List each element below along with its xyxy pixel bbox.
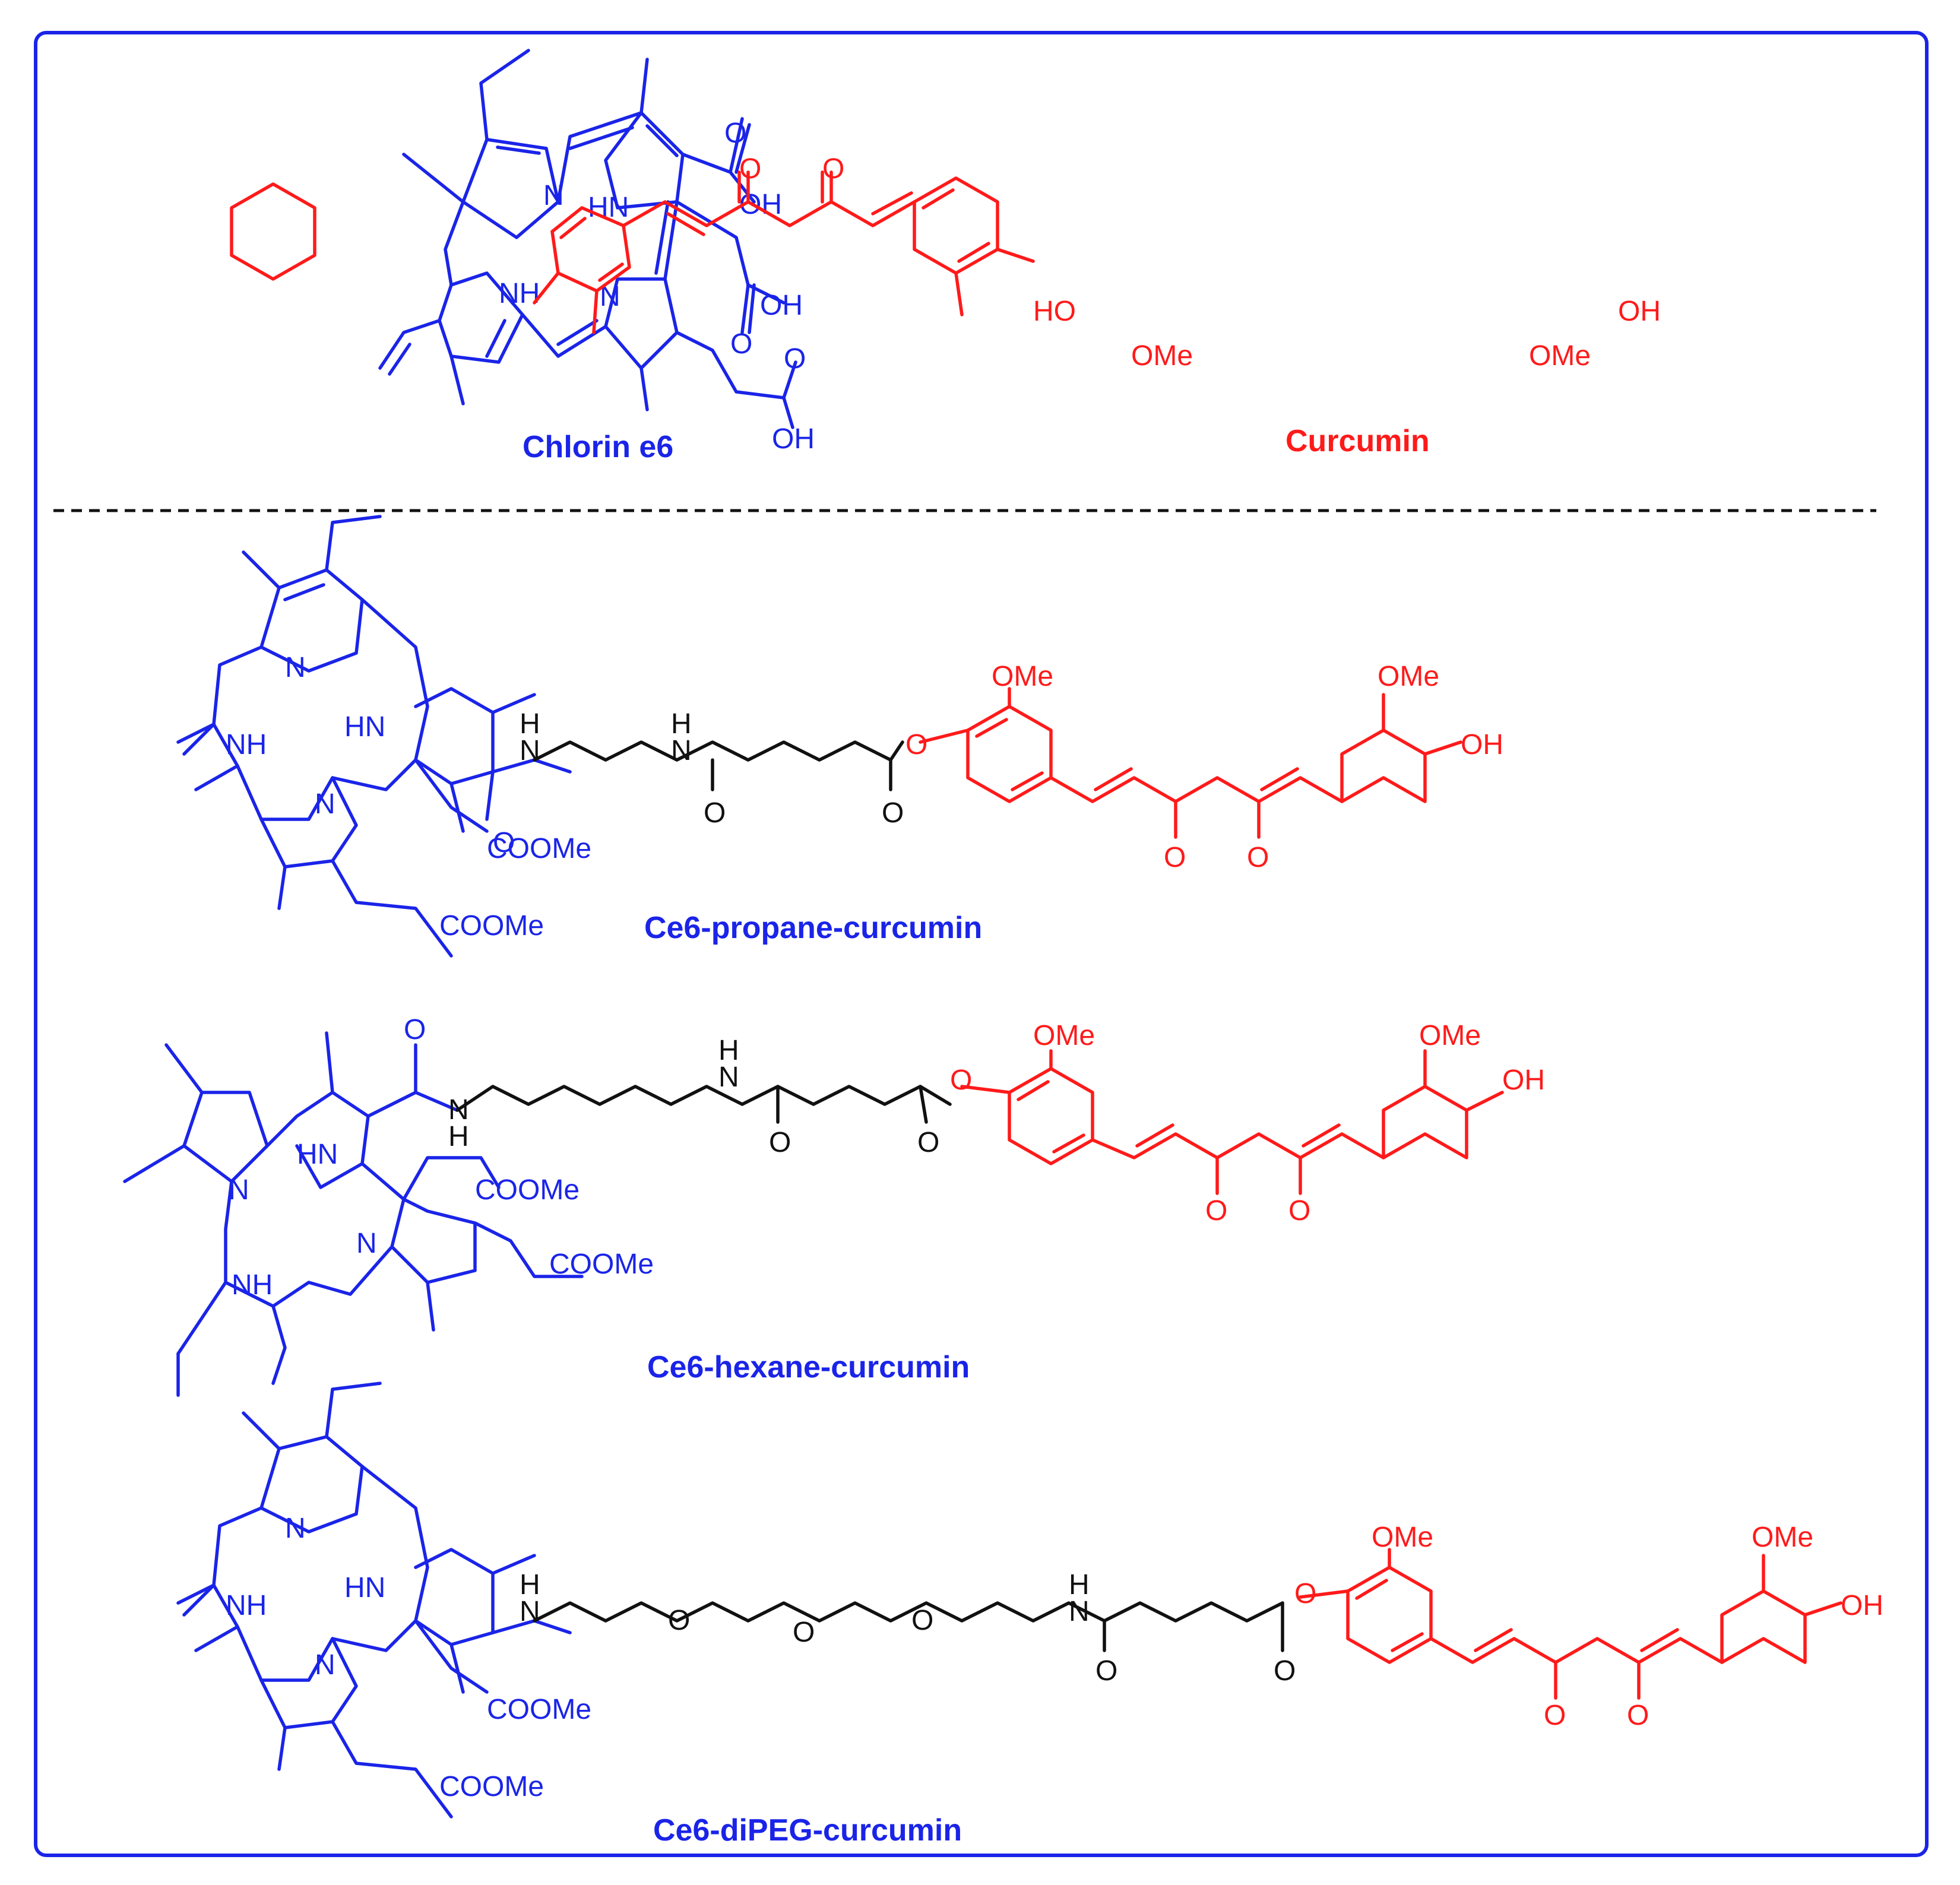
chlorin-atom-o1: O	[724, 118, 746, 149]
propane-atom-h2: H	[671, 708, 692, 740]
propane-linker	[533, 740, 904, 791]
propane-atom-coome2: COOMe	[439, 910, 544, 942]
propane-atom-n1: N	[285, 652, 306, 683]
chlorin-atom-n1: N	[543, 180, 564, 211]
dipeg-porphyrin	[176, 1382, 572, 1819]
dipeg-atom-ome1: OMe	[1372, 1522, 1433, 1553]
chlorin-atom-nh: NH	[499, 278, 540, 309]
dipeg-atom-o-ether2: O	[793, 1617, 815, 1648]
dipeg-atom-n-amide1: N	[520, 1596, 540, 1627]
caption-curcumin: Curcumin	[1285, 424, 1430, 458]
caption-chlorin-e6: Chlorin e6	[523, 430, 673, 464]
propane-atom-o3: O	[1164, 842, 1186, 873]
dipeg-atom-o-ether1: O	[668, 1605, 690, 1636]
hexane-atom-o-ester: O	[950, 1065, 972, 1096]
hexane-atom-ome2: OMe	[1419, 1020, 1481, 1051]
hexane-porphyrin	[123, 1031, 584, 1397]
hexane-atom-coome1: COOMe	[475, 1174, 580, 1206]
hexane-atom-o3: O	[1205, 1195, 1227, 1227]
propane-atom-n2: N	[315, 788, 335, 820]
hexane-linker	[455, 1085, 952, 1124]
hexane-atom-o-amide: O	[404, 1014, 426, 1046]
hexane-atom-n1: N	[229, 1174, 249, 1206]
dipeg-atom-h2: H	[1069, 1569, 1090, 1601]
hexane-atom-n2: N	[356, 1228, 377, 1259]
hexane-atom-h2: H	[718, 1035, 739, 1066]
propane-atom-o2: O	[882, 797, 904, 829]
dipeg-curcumin	[1299, 1548, 1842, 1700]
dipeg-atom-nh: NH	[226, 1590, 267, 1621]
hexane-atom-ome1: OMe	[1033, 1020, 1095, 1051]
propane-atom-o1: O	[704, 797, 726, 829]
curcumin-atom-ho: HO	[1033, 296, 1076, 327]
dipeg-atom-n1: N	[285, 1513, 306, 1544]
dipeg-atom-h1: H	[520, 1569, 540, 1601]
curcumin-atom-o2: O	[822, 153, 844, 185]
hexane-atom-nh: NH	[232, 1269, 273, 1301]
chlorin-atom-oh2: OH	[760, 290, 803, 321]
chlorin-atom-oh3: OH	[772, 423, 815, 455]
curcumin-structure-main	[533, 170, 1035, 334]
dipeg-atom-coome2: COOMe	[439, 1771, 544, 1802]
dipeg-atom-o-ether3: O	[911, 1605, 933, 1636]
propane-atom-o-amide: O	[493, 827, 515, 858]
dipeg-atom-n-amide2: N	[1069, 1596, 1090, 1627]
propane-atom-n-amide1: N	[520, 735, 540, 766]
propane-atom-ome2: OMe	[1378, 661, 1439, 692]
chlorin-atom-o2: O	[730, 328, 752, 360]
hexane-atom-h1: H	[448, 1121, 469, 1152]
chlorin-e6-structure	[378, 49, 797, 429]
figure-frame	[34, 31, 1929, 1857]
hexane-atom-o4: O	[1288, 1195, 1310, 1227]
hexane-atom-o1: O	[769, 1127, 791, 1158]
hexane-curcumin	[960, 1049, 1504, 1195]
dipeg-atom-coome1: COOMe	[487, 1694, 591, 1725]
curcumin-atom-o1: O	[739, 153, 761, 185]
dipeg-atom-o1: O	[1095, 1655, 1117, 1687]
dipeg-atom-o3: O	[1544, 1700, 1566, 1731]
propane-atom-nh: NH	[226, 729, 267, 761]
propane-atom-coome1: COOMe	[487, 833, 591, 864]
curcumin-atom-ome1: OMe	[1131, 340, 1193, 372]
hexane-atom-oh: OH	[1502, 1065, 1545, 1096]
propane-porphyrin	[176, 515, 572, 958]
dipeg-atom-o2: O	[1274, 1655, 1296, 1687]
dipeg-atom-n2: N	[315, 1649, 335, 1681]
dipeg-linker	[533, 1601, 1284, 1652]
dipeg-atom-o-ester: O	[1294, 1578, 1316, 1610]
propane-atom-oh: OH	[1461, 729, 1503, 761]
propane-atom-o4: O	[1247, 842, 1269, 873]
dipeg-atom-o4: O	[1627, 1700, 1649, 1731]
hexane-atom-n-amide2: N	[718, 1062, 739, 1093]
caption-ce6-dipeg-curcumin: Ce6-diPEG-curcumin	[653, 1813, 962, 1848]
chlorin-atom-o3: O	[784, 343, 806, 375]
dipeg-atom-oh: OH	[1841, 1590, 1883, 1621]
propane-atom-o-ester: O	[905, 729, 927, 761]
propane-atom-n-amide2: N	[671, 735, 692, 766]
propane-atom-hn: HN	[344, 711, 385, 743]
caption-ce6-hexane-curcumin: Ce6-hexane-curcumin	[647, 1350, 970, 1385]
hexane-atom-hn: HN	[297, 1139, 338, 1170]
dipeg-atom-ome2: OMe	[1752, 1522, 1813, 1553]
hexane-atom-n-amide1: N	[448, 1094, 469, 1126]
propane-atom-h1: H	[520, 708, 540, 740]
propane-curcumin	[919, 687, 1462, 839]
curcumin-atom-oh: OH	[1618, 296, 1661, 327]
curcumin-structure	[230, 182, 316, 281]
hexane-atom-o2: O	[917, 1127, 939, 1158]
hexane-atom-coome2: COOMe	[549, 1249, 654, 1280]
caption-ce6-propane-curcumin: Ce6-propane-curcumin	[644, 911, 982, 945]
curcumin-atom-ome2: OMe	[1529, 340, 1591, 372]
propane-atom-ome1: OMe	[992, 661, 1053, 692]
dipeg-atom-hn: HN	[344, 1572, 385, 1604]
